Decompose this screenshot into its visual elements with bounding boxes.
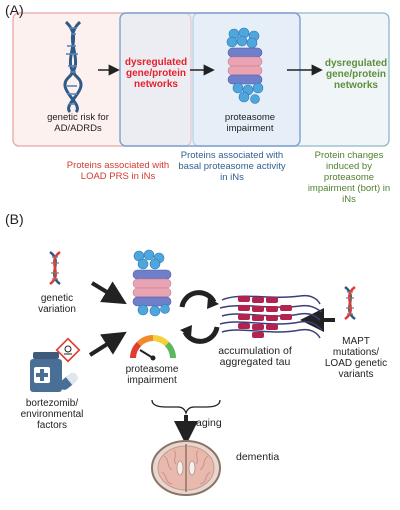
accumulation-label: accumulation of aggregated tau bbox=[218, 345, 292, 368]
genetic-variation-label: genetic variation bbox=[38, 293, 76, 315]
medication-icon bbox=[30, 337, 81, 392]
caption-blue: Proteins associated with basal proteasom… bbox=[178, 150, 286, 183]
cycle-arrows bbox=[179, 290, 220, 344]
brace bbox=[151, 399, 221, 416]
proteasome-impairment-b: proteasome impairment bbox=[125, 364, 179, 386]
panel-a-boxes bbox=[12, 12, 390, 147]
dna-icon bbox=[63, 20, 83, 114]
dysregulated-networks-2: dysregulated gene/protein networks bbox=[324, 58, 388, 91]
dementia-label: dementia bbox=[236, 451, 280, 463]
arrow-b-drug bbox=[88, 331, 127, 357]
arrow-b-genetic bbox=[90, 281, 127, 305]
panel-a-label: (A) bbox=[5, 2, 24, 18]
dna-icon-b2 bbox=[344, 285, 356, 321]
bortezomib-label: bortezomib/ environmental factors bbox=[20, 398, 84, 431]
proteasome-icon bbox=[226, 27, 264, 104]
aging-label: aging bbox=[196, 417, 222, 429]
caption-green: Protein changes induced by proteasome im… bbox=[307, 150, 391, 205]
mapt-label: MAPT mutations/ LOAD genetic variants bbox=[324, 336, 388, 380]
genetic-risk-label: genetic risk for AD/ADRDs bbox=[47, 112, 109, 134]
tau-aggregate-icon bbox=[219, 294, 323, 339]
gauge-icon bbox=[130, 335, 176, 361]
dna-icon-b1 bbox=[49, 250, 61, 286]
brain-icon bbox=[151, 440, 221, 496]
panel-b-label: (B) bbox=[5, 211, 24, 227]
caption-red: Proteins associated with LOAD PRS in iNs bbox=[66, 160, 170, 182]
dysregulated-networks-1: dysregulated gene/protein networks bbox=[124, 57, 188, 90]
proteasome-impairment-a: proteasome impairment bbox=[224, 112, 276, 134]
proteasome-icon-b bbox=[132, 249, 172, 317]
